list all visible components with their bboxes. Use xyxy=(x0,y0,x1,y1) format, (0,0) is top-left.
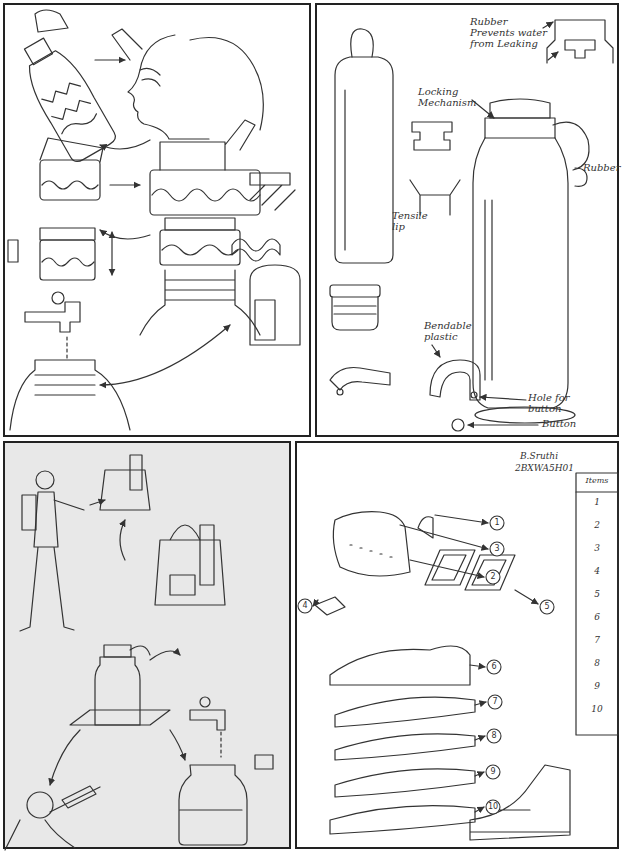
student-id: 2BXWA5H01 xyxy=(515,464,595,474)
circle-outline xyxy=(490,516,504,530)
usage-sketch xyxy=(8,10,300,430)
callout-circle: 8 xyxy=(486,728,502,744)
circle-outline xyxy=(486,570,500,584)
callout-number: 6 xyxy=(486,659,502,675)
circle-outline xyxy=(490,542,504,556)
callout-number: 7 xyxy=(487,694,503,710)
table-cell: 5 xyxy=(576,590,618,600)
callout-circle: 10 xyxy=(485,799,501,815)
table-cell: 8 xyxy=(576,659,618,669)
callout-circle: 2 xyxy=(485,569,501,585)
callout-circle: 5 xyxy=(539,599,555,615)
callout-circle: 6 xyxy=(486,659,502,675)
table-cell: 6 xyxy=(576,613,618,623)
panel-frame xyxy=(4,4,310,436)
scenario-sketch xyxy=(5,455,273,850)
shoe-sketch xyxy=(313,473,618,840)
callout-note: Locking Mechanism xyxy=(418,86,474,108)
callout-circle: 1 xyxy=(489,515,505,531)
circle-outline xyxy=(487,660,501,674)
circle-outline xyxy=(486,765,500,779)
callout-number: 10 xyxy=(485,799,501,815)
callout-note: Hole for button xyxy=(528,392,588,414)
callout-circle: 3 xyxy=(489,541,505,557)
table-cell: 7 xyxy=(576,636,618,646)
circle-outline xyxy=(298,599,312,613)
panel-frame xyxy=(296,442,618,848)
callout-note: Tensile lip xyxy=(392,210,432,232)
table-cell: 1 xyxy=(576,498,618,508)
circle-outline xyxy=(487,729,501,743)
callout-number: 5 xyxy=(539,599,555,615)
callout-note: Rubber Prevents water from Leaking xyxy=(470,16,548,49)
callout-note: Button xyxy=(542,418,586,429)
callout-number: 1 xyxy=(489,515,505,531)
callout-number: 8 xyxy=(486,728,502,744)
bottle-sketch xyxy=(330,20,613,431)
circle-outline xyxy=(488,695,502,709)
callout-note: Bendable plastic xyxy=(424,320,474,342)
callout-number: 3 xyxy=(489,541,505,557)
table-header: Items xyxy=(576,477,618,486)
callout-number: 2 xyxy=(485,569,501,585)
panel-frame xyxy=(316,4,618,436)
circle-outline xyxy=(486,800,500,814)
table-cell: 2 xyxy=(576,521,618,531)
table-cell: 4 xyxy=(576,567,618,577)
table-cell: 10 xyxy=(576,705,618,715)
callout-number: 4 xyxy=(297,598,313,614)
author-name: B.Sruthi xyxy=(520,452,590,462)
table-cell: 3 xyxy=(576,544,618,554)
callout-number: 9 xyxy=(485,764,501,780)
callout-note: Rubber xyxy=(583,162,619,173)
callout-circle: 7 xyxy=(487,694,503,710)
panel-frame xyxy=(4,442,290,848)
callout-circle: 9 xyxy=(485,764,501,780)
circle-outline xyxy=(540,600,554,614)
callout-circle: 4 xyxy=(297,598,313,614)
table-cell: 9 xyxy=(576,682,618,692)
